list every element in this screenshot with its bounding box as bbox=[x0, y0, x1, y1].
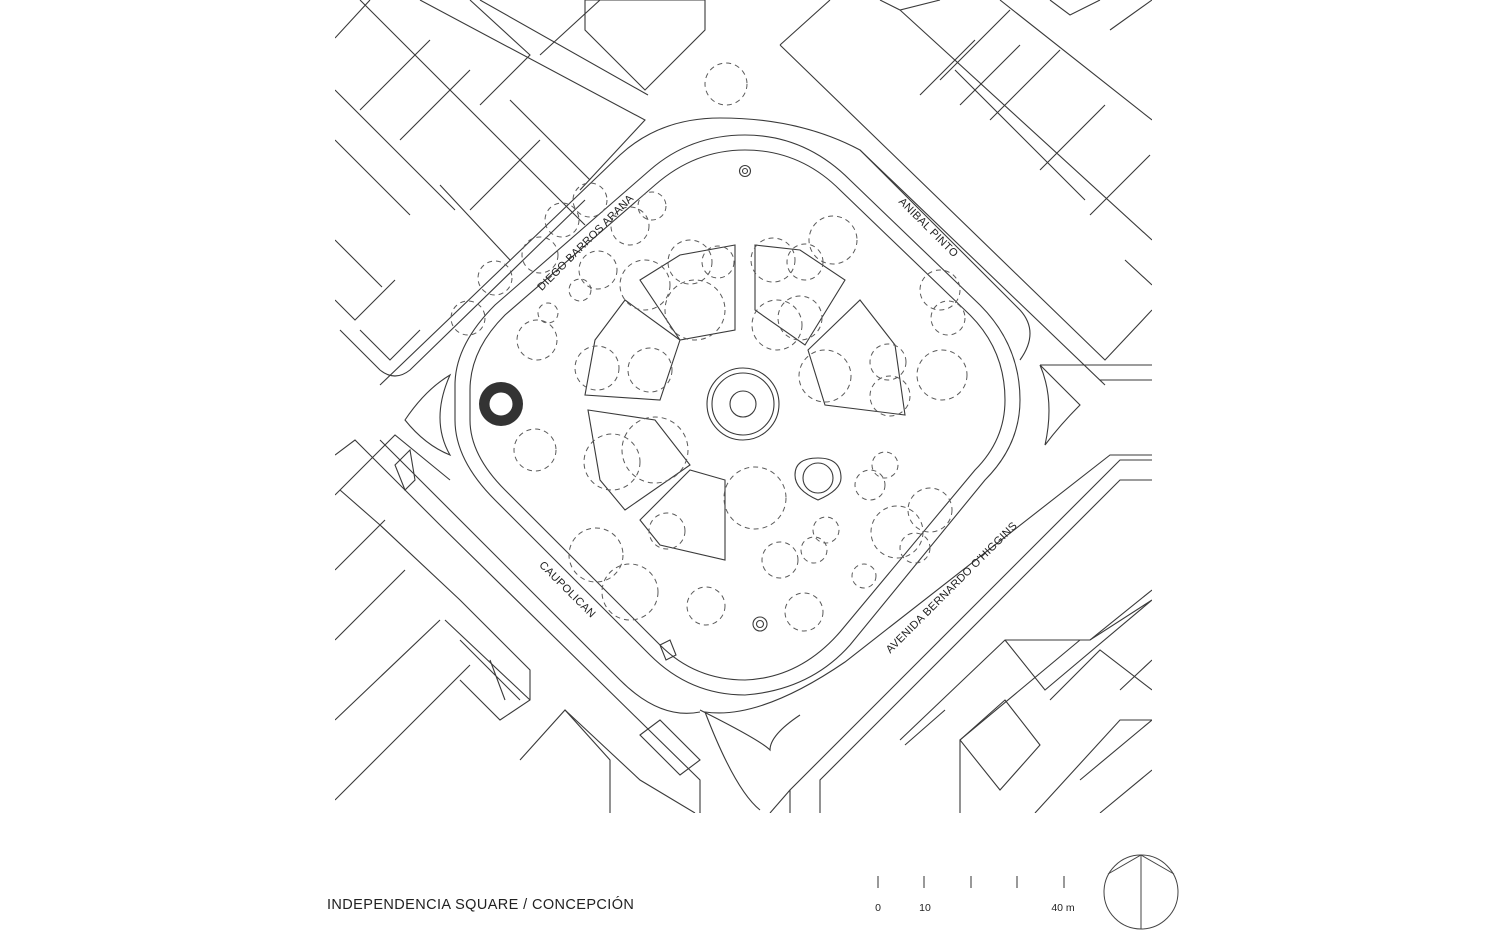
tree-canopy bbox=[930, 300, 966, 336]
central-fountain bbox=[706, 367, 780, 441]
tree-canopy bbox=[574, 345, 620, 391]
tree-canopy bbox=[568, 527, 624, 583]
tree-canopy bbox=[750, 237, 796, 283]
tree-canopy bbox=[704, 62, 748, 106]
tree-canopy bbox=[450, 300, 486, 336]
traffic-islands bbox=[404, 364, 1081, 752]
tree-canopy bbox=[851, 563, 877, 589]
tree-canopy bbox=[601, 563, 659, 621]
tree-canopy bbox=[899, 532, 931, 564]
tree-canopy bbox=[619, 259, 671, 311]
tree-canopy bbox=[808, 215, 858, 265]
tree-canopy bbox=[686, 586, 726, 626]
tree-canopy bbox=[516, 319, 558, 361]
tree-canopy bbox=[800, 536, 828, 564]
scale-label-10: 10 bbox=[919, 902, 931, 914]
north-arrow-icon bbox=[1103, 854, 1179, 930]
tree-canopy bbox=[521, 236, 559, 274]
tree-canopy bbox=[723, 466, 787, 530]
tree-canopy bbox=[537, 302, 559, 324]
tree-canopy bbox=[648, 512, 686, 550]
planting-beds bbox=[584, 244, 906, 561]
tree-canopy bbox=[568, 278, 592, 302]
tree-canopy bbox=[761, 541, 799, 579]
tree-canopy bbox=[610, 206, 650, 246]
map-caption: INDEPENDENCIA SQUARE / CONCEPCIÓN bbox=[327, 897, 635, 913]
tree-canopy bbox=[513, 428, 557, 472]
location-marker-icon bbox=[479, 382, 523, 426]
street-label-avenida-bernardo-ohiggins: AVENIDA BERNARDO O'HIGGINS bbox=[884, 520, 1020, 656]
scale-bar: 0 10 40 m bbox=[875, 876, 1075, 914]
street-edges bbox=[335, 117, 1152, 813]
street-label-caupolican: CAUPOLICAN bbox=[537, 559, 598, 620]
tree-canopy bbox=[854, 469, 886, 501]
tree-canopy bbox=[667, 239, 713, 285]
tree-canopy bbox=[627, 347, 673, 393]
tree-canopy bbox=[583, 433, 641, 491]
tree-canopy bbox=[701, 245, 735, 279]
tree-canopy bbox=[907, 487, 953, 533]
kiosk bbox=[794, 457, 842, 501]
tree-canopy bbox=[916, 349, 968, 401]
tree-canopy bbox=[869, 343, 907, 381]
tree-canopy bbox=[798, 349, 852, 403]
tree-canopies bbox=[450, 62, 968, 632]
tree-canopy bbox=[869, 375, 911, 417]
small-features bbox=[738, 164, 768, 632]
square-outline bbox=[454, 134, 1021, 696]
tree-canopy bbox=[544, 202, 580, 238]
tree-canopy bbox=[870, 505, 924, 559]
tree-canopy bbox=[919, 269, 961, 311]
tree-canopy bbox=[812, 516, 840, 544]
building-blocks bbox=[335, 0, 1152, 813]
scale-label-40m: 40 m bbox=[1051, 902, 1075, 914]
scale-label-0: 0 bbox=[875, 902, 881, 914]
tree-canopy bbox=[621, 416, 689, 484]
tree-canopy bbox=[871, 451, 899, 479]
tree-canopy bbox=[784, 592, 824, 632]
tree-canopy bbox=[664, 279, 726, 341]
tree-canopy bbox=[777, 295, 823, 341]
tree-canopy bbox=[477, 260, 513, 296]
tree-canopy bbox=[572, 182, 608, 218]
street-label-anibal-pinto: ANIBAL PINTO bbox=[896, 196, 960, 260]
tree-canopy bbox=[751, 299, 803, 351]
tree-canopy bbox=[637, 191, 667, 221]
tree-canopy bbox=[578, 250, 618, 290]
